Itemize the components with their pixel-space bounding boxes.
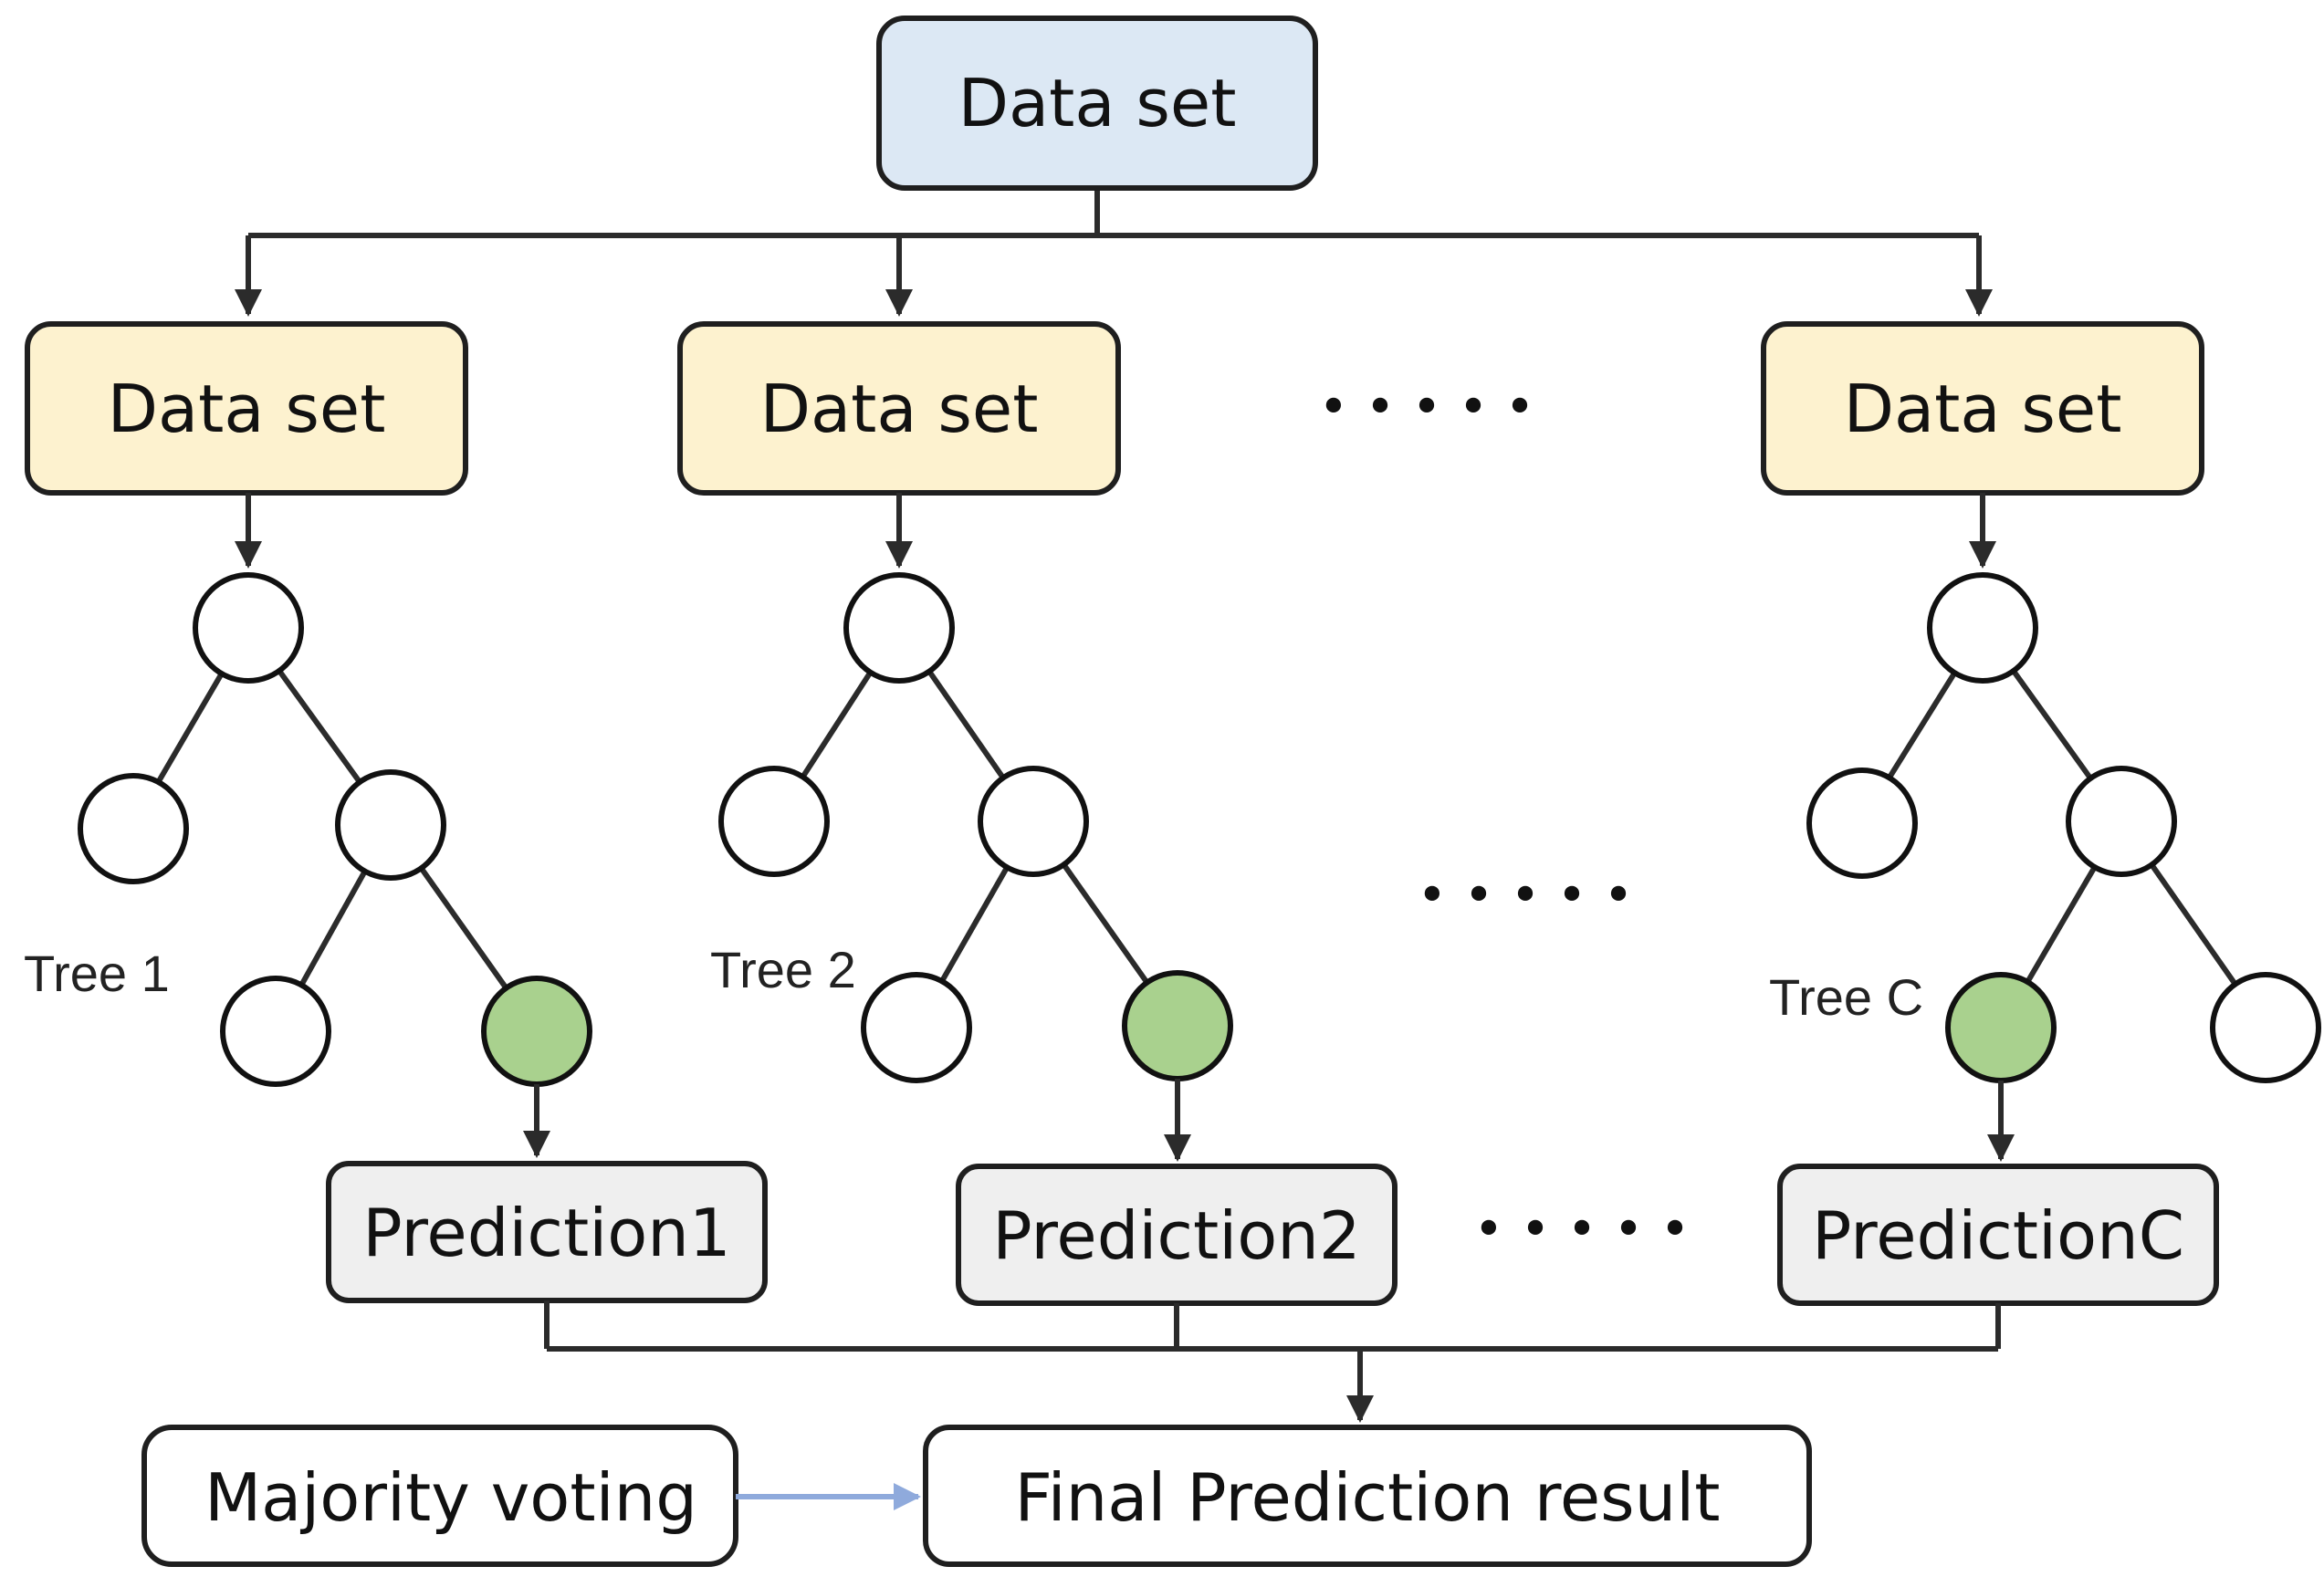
tree1-left-leaf-node — [220, 976, 331, 1087]
prediction-box-2: Prediction2 — [956, 1164, 1398, 1306]
prediction-label-c: PredictionC — [1812, 1197, 2184, 1274]
tree1-root-node — [193, 572, 304, 684]
subset-dataset-box-2: Data set — [677, 321, 1121, 496]
tree1-selected-leaf-node — [481, 976, 592, 1087]
final-result-rect — [923, 1425, 1812, 1567]
majority-voting-box: Majority voting — [141, 1425, 738, 1567]
tree2-left-node — [718, 766, 830, 877]
subset-dataset-box-3: Data set — [1761, 321, 2204, 496]
subset-dataset-box-1: Data set — [25, 321, 468, 496]
prediction-box-c: PredictionC — [1777, 1164, 2219, 1306]
tree-2: Tree 2 — [710, 572, 1233, 1083]
final-result-label: Final Prediction result — [1014, 1459, 1720, 1536]
treec-label: Tree C — [1769, 968, 1923, 1026]
ellipsis-bottom: ••••• — [1473, 1200, 1706, 1259]
ellipsis-top: ••••• — [1318, 378, 1551, 437]
treec-right-leaf-node — [2210, 972, 2321, 1083]
tree2-root-node — [843, 572, 955, 684]
treec-root-node — [1927, 572, 2038, 684]
treec-selected-leaf-node — [1945, 972, 2057, 1083]
majority-voting-label: Majority voting — [204, 1459, 697, 1536]
tree1-right-node — [335, 769, 446, 881]
prediction-label-1: Prediction1 — [362, 1195, 731, 1271]
subset-dataset-label-3: Data set — [1844, 371, 2122, 447]
tree-c: Tree C — [1769, 572, 2321, 1083]
tree2-label: Tree 2 — [710, 941, 856, 998]
tree2-right-node — [978, 766, 1089, 877]
root-dataset-rect — [876, 16, 1318, 191]
final-result-box: Final Prediction result — [923, 1425, 1812, 1567]
tree-1: Tree 1 — [24, 572, 592, 1087]
treec-left-node — [1806, 768, 1918, 879]
tree1-left-node — [78, 773, 189, 884]
root-dataset-box: Data set — [876, 16, 1318, 191]
ellipsis-middle: ••••• — [1417, 866, 1649, 925]
prediction-label-2: Prediction2 — [992, 1197, 1361, 1274]
prediction-box-1: Prediction1 — [326, 1161, 768, 1303]
tree1-label: Tree 1 — [24, 945, 170, 1002]
tree2-left-leaf-node — [861, 972, 972, 1083]
root-dataset-label: Data set — [958, 65, 1237, 141]
subset-dataset-label-2: Data set — [760, 371, 1039, 447]
treec-right-node — [2066, 766, 2177, 877]
subset-dataset-label-1: Data set — [108, 371, 386, 447]
tree2-selected-leaf-node — [1122, 970, 1233, 1081]
